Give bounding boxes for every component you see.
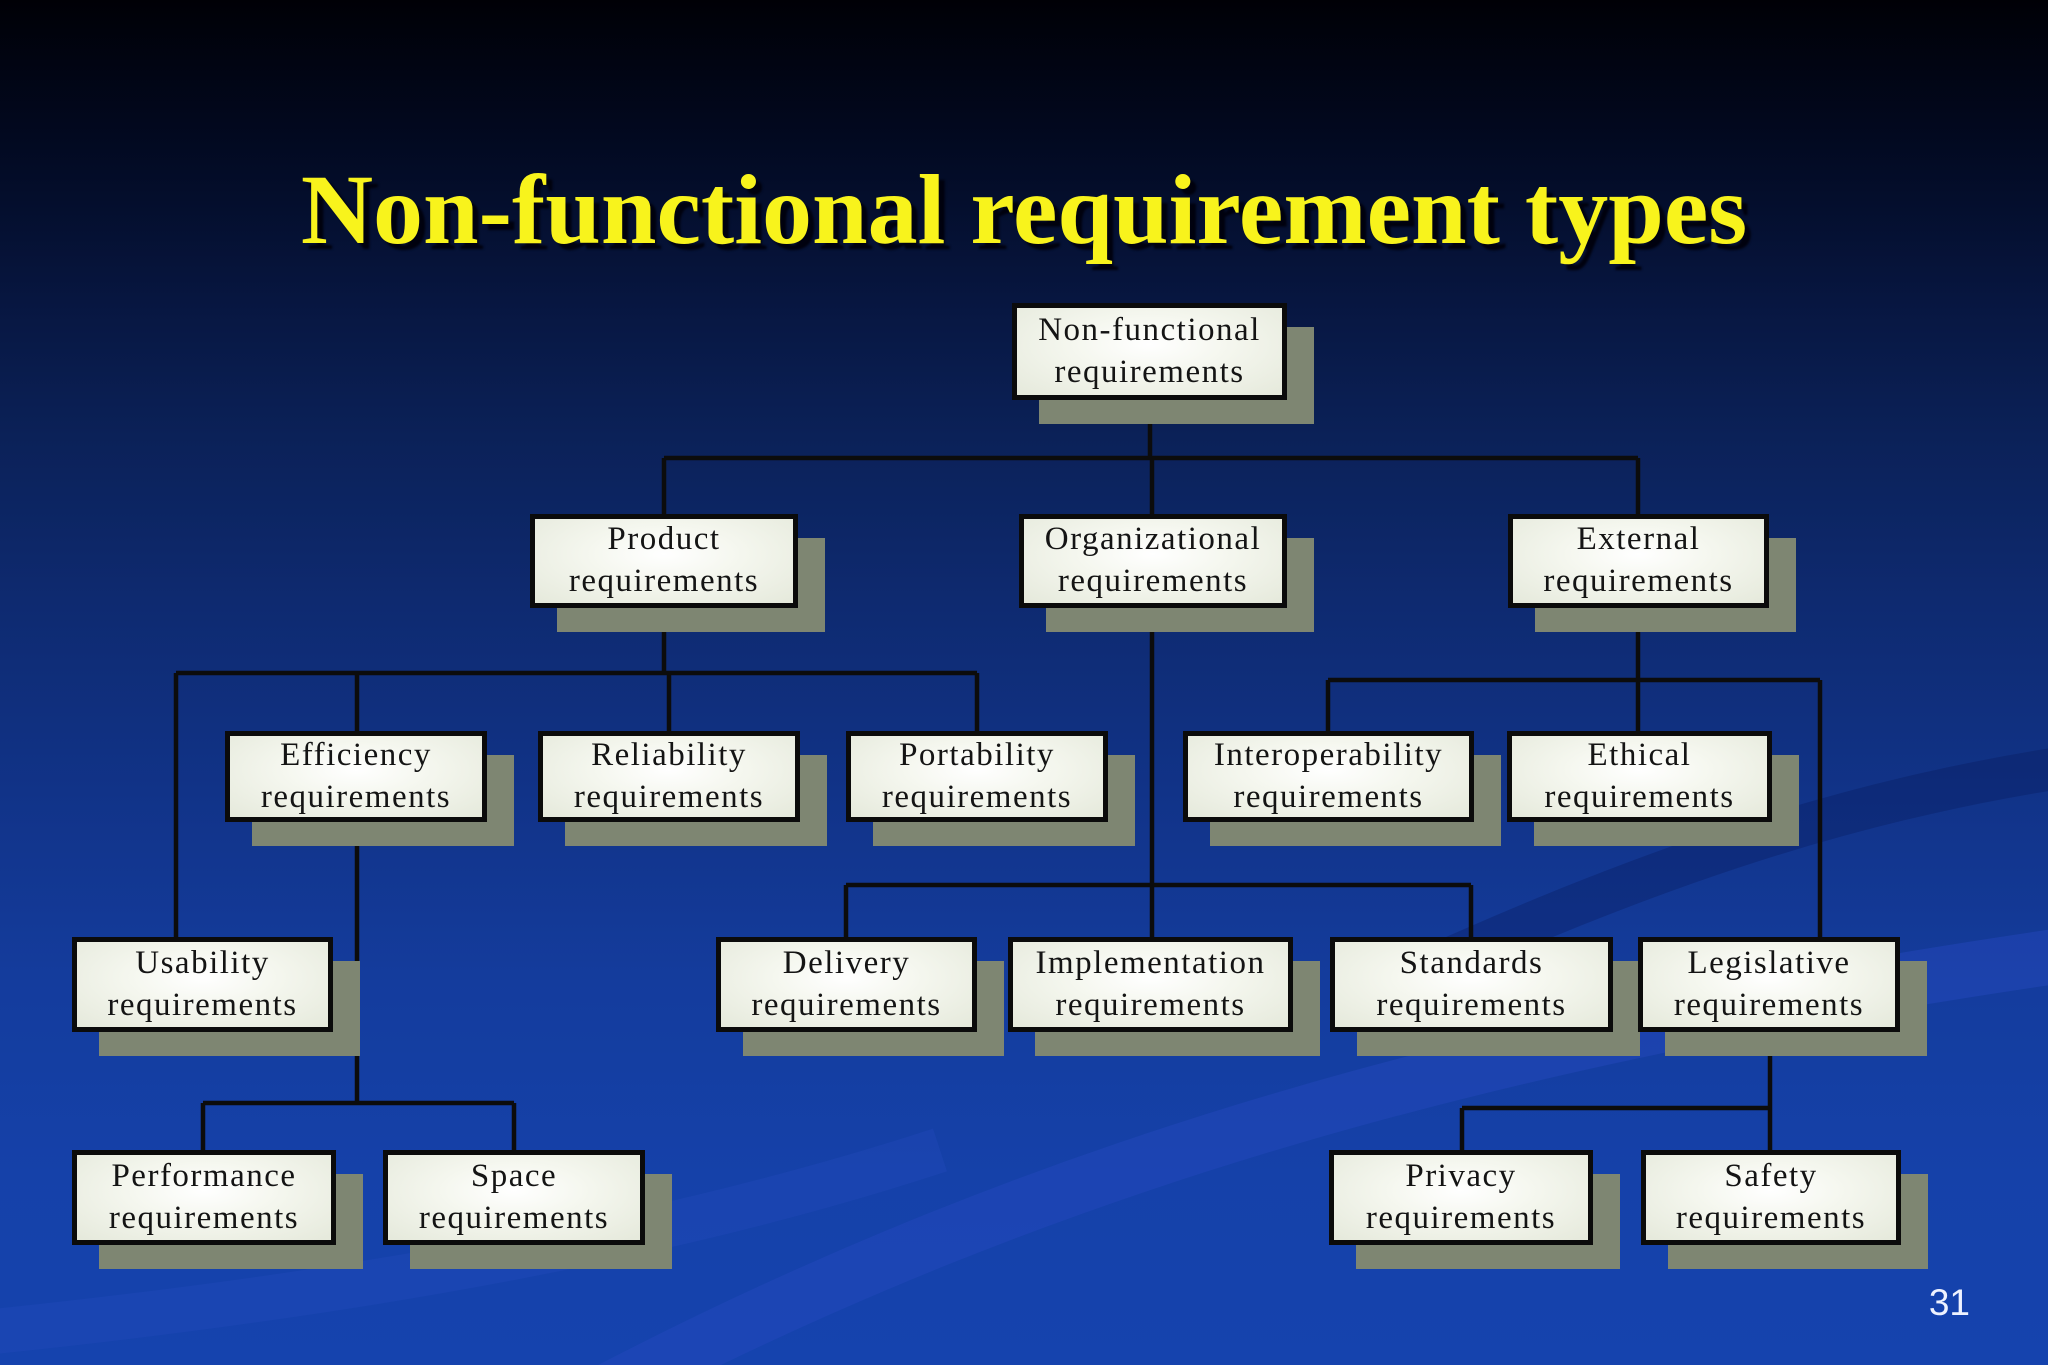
node-implementation-requirements: Implementation requirements	[1008, 937, 1293, 1032]
node-label-line2: requirements	[1543, 563, 1734, 599]
node-efficiency-requirements: Efficiency requirements	[225, 731, 487, 822]
node-label-line1: Safety	[1724, 1157, 1818, 1194]
node-label-line2: requirements	[1544, 778, 1735, 815]
node-standards-requirements: Standards requirements	[1330, 937, 1613, 1032]
node-label-line1: Privacy	[1405, 1157, 1517, 1194]
node-label-line1: Ethical	[1587, 736, 1692, 773]
node-label-line2: requirements	[568, 563, 760, 599]
node-label-line2: requirements	[108, 1199, 300, 1236]
node-label-line1: Standards	[1399, 944, 1544, 981]
node-label-line2: requirements	[751, 986, 942, 1023]
node-external-requirements: External requirements	[1508, 514, 1769, 608]
node-delivery-requirements: Delivery requirements	[716, 937, 977, 1032]
node-label-line1: Performance	[111, 1157, 297, 1194]
node-label-line2: requirements	[1376, 986, 1567, 1023]
node-label-line2: requirements	[260, 778, 452, 815]
node-label-line2: requirements	[107, 986, 298, 1023]
node-product-requirements: Product requirements	[530, 514, 798, 608]
node-performance-requirements: Performance requirements	[72, 1150, 336, 1245]
node-legislative-requirements: Legislative requirements	[1638, 937, 1900, 1032]
node-label-line1: External	[1576, 521, 1701, 558]
node-label-line1: Organizational	[1044, 521, 1262, 558]
node-label-line2: requirements	[1054, 353, 1245, 390]
node-label-line2: requirements	[418, 1199, 610, 1236]
node-label-line2: requirements	[1055, 986, 1246, 1023]
node-interoperability-requirements: Interoperability requirements	[1183, 731, 1474, 822]
node-label-line1: Delivery	[782, 944, 911, 981]
node-label-line1: Reliability	[591, 736, 747, 773]
node-label-line2: requirements	[881, 778, 1073, 815]
node-label-line2: requirements	[1675, 1199, 1867, 1236]
node-label-line1: Space	[470, 1157, 558, 1194]
node-label-line1: Legislative	[1687, 944, 1851, 981]
node-usability-requirements: Usability requirements	[72, 937, 333, 1032]
node-label-line1: Implementation	[1035, 944, 1266, 981]
node-label-line1: Product	[607, 521, 721, 558]
node-space-requirements: Space requirements	[383, 1150, 645, 1245]
node-reliability-requirements: Reliability requirements	[538, 731, 800, 822]
node-label-line1: Non-functional	[1038, 311, 1261, 348]
node-label-line1: Portability	[899, 736, 1055, 773]
node-ethical-requirements: Ethical requirements	[1507, 731, 1772, 822]
page-number: 31	[1928, 1282, 1970, 1323]
node-privacy-requirements: Privacy requirements	[1329, 1150, 1593, 1245]
node-label-line2: requirements	[1057, 563, 1249, 599]
node-label-line1: Interoperability	[1213, 736, 1444, 773]
node-label-line2: requirements	[1365, 1199, 1557, 1236]
node-portability-requirements: Portability requirements	[846, 731, 1108, 822]
node-label-line1: Usability	[135, 944, 270, 981]
node-label-line1: Efficiency	[280, 736, 432, 773]
node-non-functional-requirements: Non-functional requirements	[1012, 303, 1287, 400]
node-label-line2: requirements	[1673, 986, 1865, 1023]
slide-title: Non-functional requirement types	[300, 154, 1748, 265]
node-organizational-requirements: Organizational requirements	[1019, 514, 1287, 608]
node-label-line2: requirements	[573, 778, 765, 815]
node-safety-requirements: Safety requirements	[1641, 1150, 1901, 1245]
node-label-line2: requirements	[1233, 778, 1424, 815]
